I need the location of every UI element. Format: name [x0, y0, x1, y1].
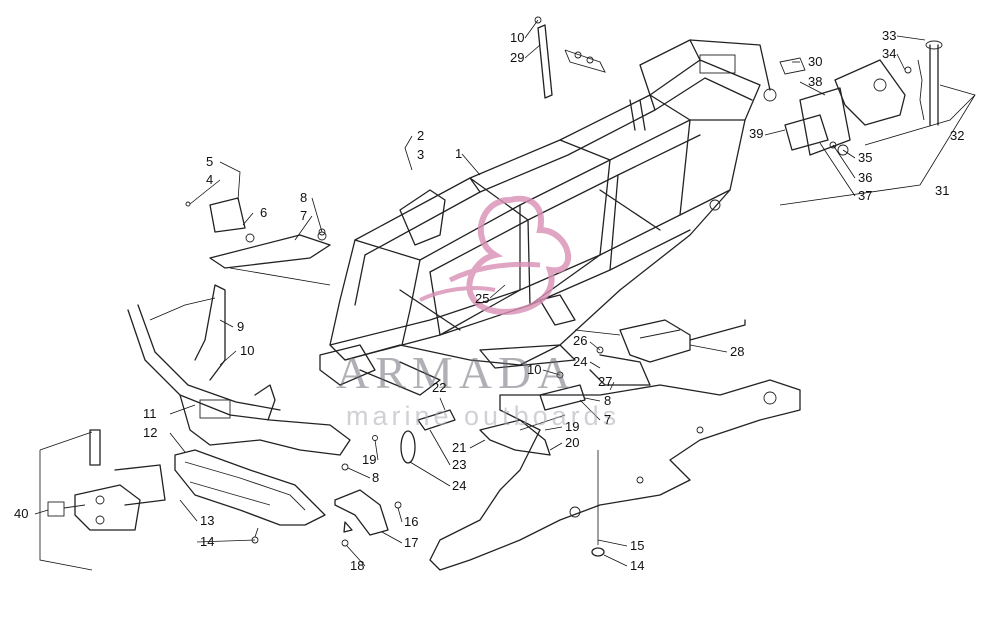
callout-c11: 11	[143, 406, 157, 421]
group-lines	[149, 267, 621, 336]
callout-c17: 17	[404, 535, 418, 550]
hardware-bolts	[251, 16, 604, 544]
front-bumper	[127, 284, 351, 456]
callout-c31: 31	[935, 183, 949, 198]
callout-c13: 13	[200, 513, 214, 528]
callout-c10b: 10	[240, 343, 254, 358]
callout-c26: 26	[573, 333, 587, 348]
callout-c29: 29	[510, 50, 524, 65]
callout-c24a: 24	[573, 354, 587, 369]
leader-lines	[34, 19, 926, 567]
callout-c7b: 7	[604, 412, 611, 427]
callout-c40: 40	[14, 506, 28, 521]
part-28-bracket	[589, 319, 746, 386]
callout-c10a: 10	[510, 30, 524, 45]
callout-c34: 34	[882, 46, 896, 61]
callout-c14b: 14	[630, 558, 644, 573]
callout-c21: 21	[452, 440, 466, 455]
callout-c1: 1	[455, 146, 462, 161]
callout-c8b: 8	[604, 393, 611, 408]
callout-c36: 36	[858, 170, 872, 185]
callout-c3: 3	[417, 147, 424, 162]
callout-c4: 4	[206, 172, 213, 187]
callout-c2: 2	[417, 128, 424, 143]
callout-c7a: 7	[300, 208, 307, 223]
callout-c38: 38	[808, 74, 822, 89]
callout-c16: 16	[404, 514, 418, 529]
callout-c27: 27	[598, 374, 612, 389]
callout-c28: 28	[730, 344, 744, 359]
callout-c6: 6	[260, 205, 267, 220]
front-skid-plate	[174, 449, 326, 526]
callout-c37: 37	[858, 188, 872, 203]
callout-c8a: 8	[300, 190, 307, 205]
callout-c39: 39	[749, 126, 763, 141]
hitch-assembly	[779, 40, 976, 206]
callout-c19b: 19	[362, 452, 376, 467]
part-29-bracket	[537, 24, 606, 99]
callout-c8c: 8	[372, 470, 379, 485]
part-17-bracket	[334, 489, 402, 547]
callout-c19a: 19	[565, 419, 579, 434]
callout-c24b: 24	[452, 478, 466, 493]
callout-c15: 15	[630, 538, 644, 553]
callout-c25: 25	[475, 291, 489, 306]
watermark-logo-icon	[419, 195, 571, 315]
callout-c33: 33	[882, 28, 896, 43]
watermark-subtitle: marine outboards	[346, 401, 620, 431]
main-skid-plate	[429, 379, 801, 571]
callout-c23: 23	[452, 457, 466, 472]
callout-c10c: 10	[527, 362, 541, 377]
callout-c9: 9	[237, 319, 244, 334]
callout-c32: 32	[950, 128, 964, 143]
callout-c30: 30	[808, 54, 822, 69]
callout-c22: 22	[432, 380, 446, 395]
callout-c35: 35	[858, 150, 872, 165]
callout-c14a: 14	[200, 534, 214, 549]
callout-c20: 20	[565, 435, 579, 450]
callout-c18: 18	[350, 558, 364, 573]
callout-c12: 12	[143, 425, 157, 440]
main-frame	[319, 39, 777, 396]
callout-c5: 5	[206, 154, 213, 169]
watermark-title: ARMADA	[336, 347, 576, 398]
part-40-mount	[39, 429, 166, 571]
front-bracket-parts	[185, 197, 331, 269]
